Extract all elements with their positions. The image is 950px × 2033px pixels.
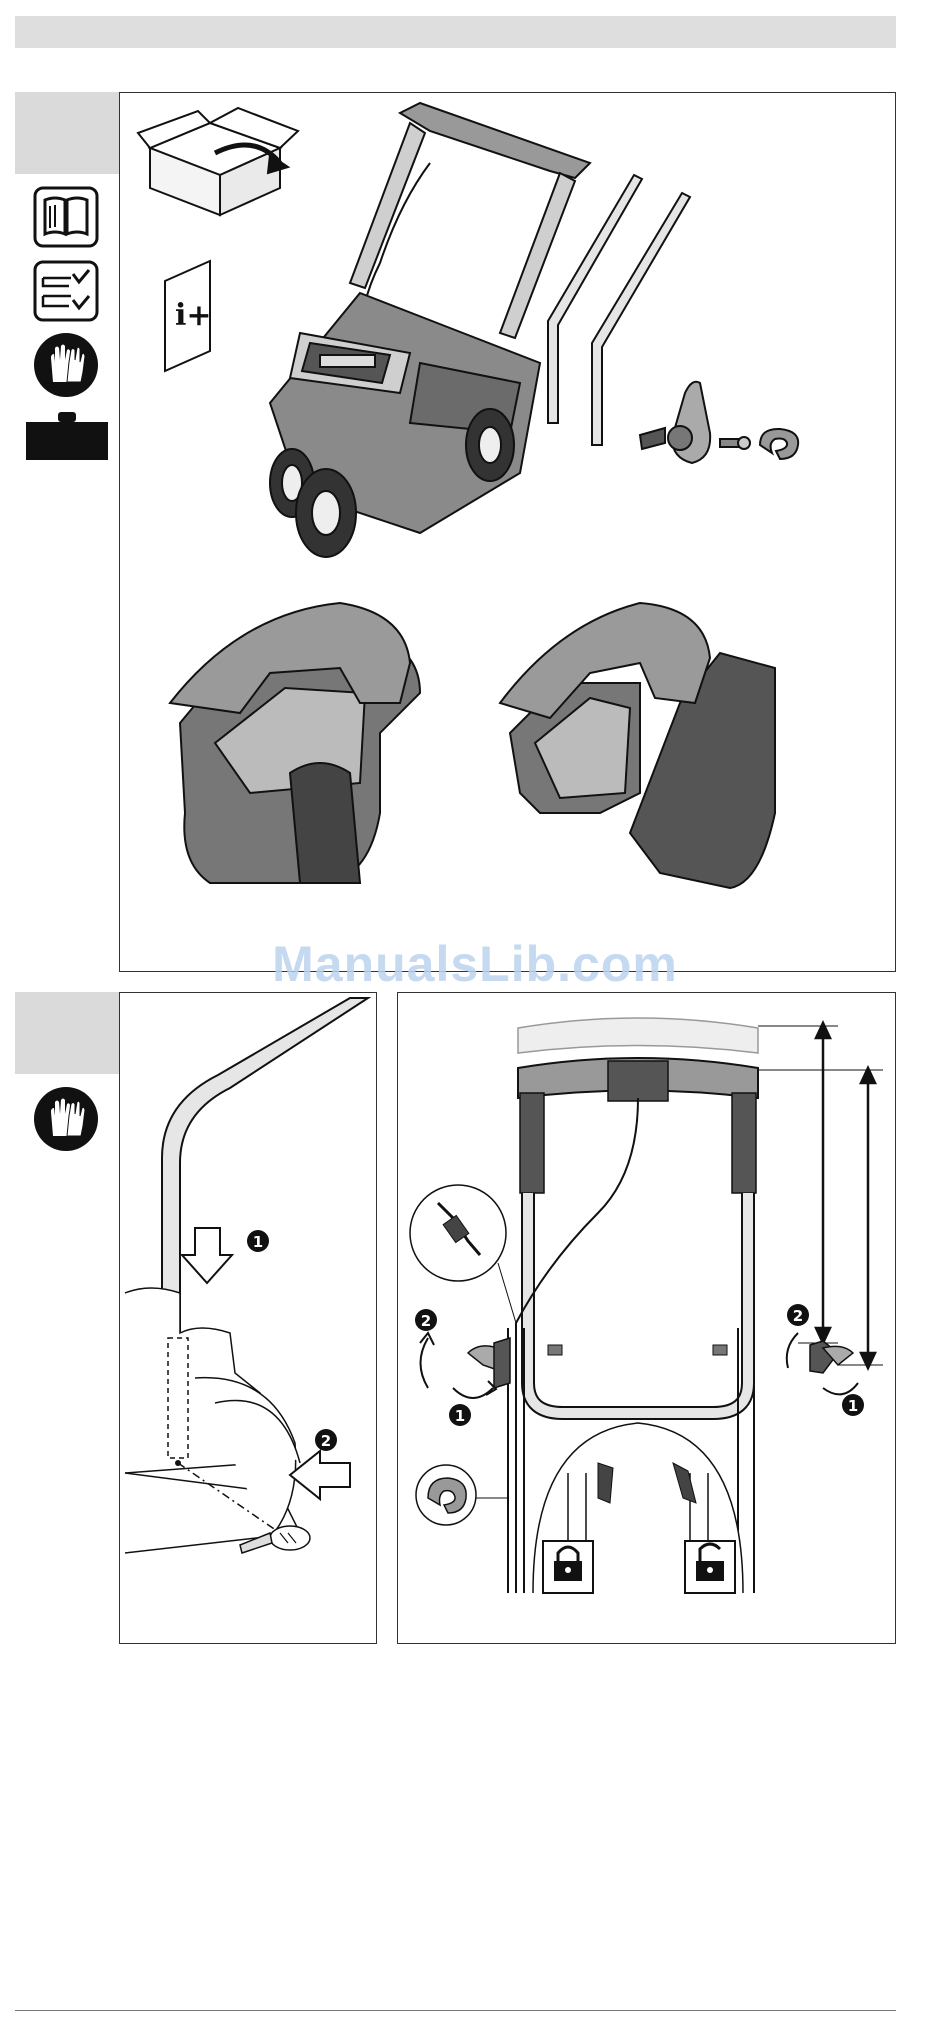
footer-rule	[15, 2010, 896, 2011]
svg-text:1: 1	[455, 1407, 465, 1425]
gloves-icon	[33, 1086, 99, 1152]
open-box-illustration	[138, 108, 298, 215]
svg-text:2: 2	[321, 1432, 331, 1450]
grass-bag-assembled	[170, 603, 420, 883]
header-bar	[15, 16, 896, 48]
weight-icon	[26, 410, 108, 460]
arrow-down-1	[182, 1228, 232, 1283]
svg-text:1: 1	[848, 1397, 858, 1415]
height-dimension-arrows	[758, 1023, 883, 1368]
insert-handle-panel: 1 2	[119, 992, 377, 1644]
section-tab-2	[15, 992, 119, 1074]
lock-open-icon	[685, 1541, 735, 1593]
manual-book-icon	[33, 186, 99, 248]
lock-closed-icon	[543, 1541, 593, 1593]
tool-checklist-icon	[33, 260, 99, 322]
mower-illustration	[270, 103, 590, 557]
contents-panel: i+	[119, 92, 896, 972]
watermark-text: ManualsLib.com	[0, 935, 950, 993]
info-sheet-illustration: i+	[165, 261, 212, 371]
handle-tube	[162, 998, 368, 1343]
svg-text:i+: i+	[175, 298, 212, 333]
svg-text:2: 2	[421, 1312, 431, 1330]
svg-text:1: 1	[253, 1233, 263, 1251]
gloves-icon	[33, 332, 99, 398]
lower-handle-bars	[548, 175, 690, 445]
clamp-parts	[640, 382, 798, 463]
section-tab-1	[15, 92, 119, 174]
svg-text:2: 2	[793, 1307, 803, 1325]
handle-adjust-panel: 2 1 2 1	[397, 992, 896, 1644]
grass-bag-exploded	[500, 603, 775, 888]
